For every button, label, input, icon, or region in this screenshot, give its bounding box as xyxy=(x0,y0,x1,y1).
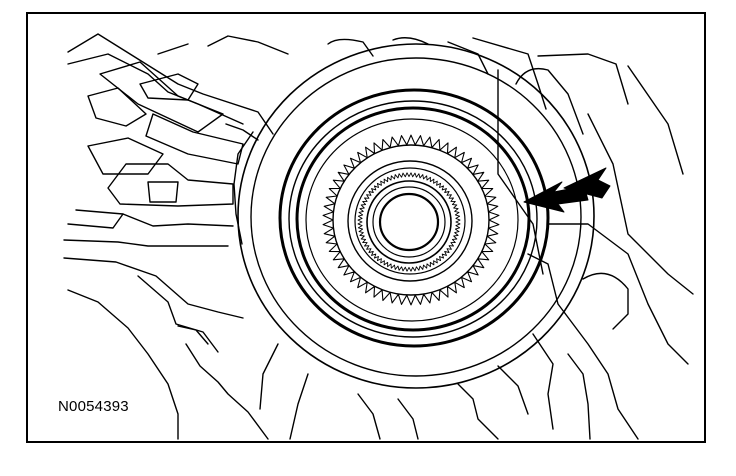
bearing-assembly xyxy=(238,44,594,388)
rib-15 xyxy=(68,290,178,439)
hub-ring-3 xyxy=(367,181,451,263)
rib-r3 xyxy=(473,38,546,109)
outer-gear-teeth xyxy=(323,135,499,305)
casting-ribs-left xyxy=(64,34,288,439)
hub-ring-2 xyxy=(355,168,465,274)
rib-11 xyxy=(64,240,228,246)
rib-8 xyxy=(108,164,233,206)
location-arrow xyxy=(524,168,610,212)
seal-ring-2 xyxy=(289,101,537,337)
rib-18 xyxy=(234,132,253,244)
rib-r13 xyxy=(498,366,528,414)
rib-12 xyxy=(64,258,243,318)
gear-teeth xyxy=(323,135,499,305)
housing-ring-2 xyxy=(251,58,581,376)
rib-3 xyxy=(100,62,223,132)
rib-r14 xyxy=(358,394,380,439)
rib-r12 xyxy=(458,384,498,439)
rib-r16 xyxy=(290,374,308,439)
rib-20 xyxy=(158,44,188,54)
rib-r10 xyxy=(568,354,590,439)
rib-r20 xyxy=(448,42,488,74)
hub-ring-1 xyxy=(348,161,472,281)
rib-r11 xyxy=(533,334,553,429)
rib-5 xyxy=(88,88,146,126)
rib-6 xyxy=(146,114,243,164)
rib-14 xyxy=(178,326,208,344)
seal-ring-4 xyxy=(306,119,518,321)
rib-7 xyxy=(88,138,163,174)
inner-spline-teeth xyxy=(358,173,460,271)
rib-r17 xyxy=(260,344,278,409)
rib-r8 xyxy=(528,254,638,439)
outer-housing-ring xyxy=(238,44,594,388)
rib-4 xyxy=(140,74,198,100)
rib-r15 xyxy=(398,399,418,439)
rib-21 xyxy=(68,214,123,228)
rib-16 xyxy=(186,344,268,439)
rib-1 xyxy=(68,34,273,134)
rib-r9 xyxy=(583,273,628,329)
spline-teeth xyxy=(358,173,460,271)
seal-ring-3 xyxy=(297,108,529,330)
rib-r5 xyxy=(538,54,628,104)
rib-r18 xyxy=(588,114,693,294)
rib-19 xyxy=(208,36,288,54)
rib-r1 xyxy=(328,39,373,56)
rib-13 xyxy=(138,276,218,352)
rib-r4 xyxy=(516,69,583,134)
rib-17 xyxy=(226,124,258,140)
rib-r19 xyxy=(628,66,683,174)
rib-9 xyxy=(148,182,178,202)
casting-ribs-right xyxy=(260,38,693,439)
bore-ring xyxy=(380,194,438,250)
seal-outer-ring xyxy=(280,90,548,346)
figure-frame: N0054393 xyxy=(26,12,706,443)
rib-r7 xyxy=(548,224,688,364)
arrow-head-2 xyxy=(564,168,610,198)
rib-r2 xyxy=(393,38,428,44)
figure-reference-code: N0054393 xyxy=(58,398,129,415)
hub-ring-4 xyxy=(373,187,445,257)
rib-10 xyxy=(76,210,233,226)
transmission-case-illustration xyxy=(28,14,708,445)
